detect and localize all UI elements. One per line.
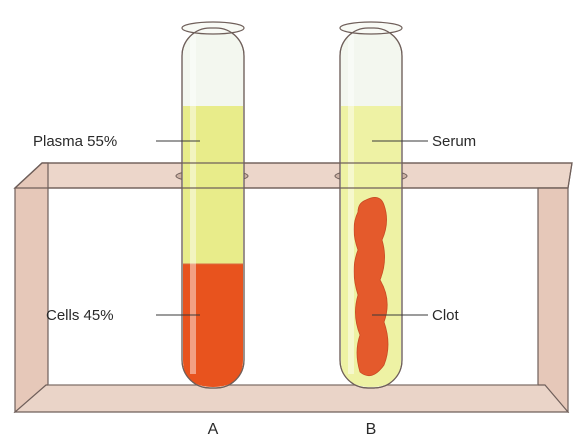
tube-b-caption: B bbox=[366, 421, 377, 438]
rack-top-rail bbox=[15, 163, 572, 188]
tube-a-caption: A bbox=[208, 421, 219, 438]
serum-label: Serum bbox=[432, 133, 476, 150]
plasma-label: Plasma 55% bbox=[33, 133, 117, 150]
rack-base bbox=[15, 385, 568, 412]
clot-mass bbox=[354, 197, 388, 375]
tube-b bbox=[340, 22, 402, 388]
rack-right-post bbox=[538, 188, 568, 412]
clot-label: Clot bbox=[432, 307, 460, 324]
tube-a bbox=[182, 22, 244, 388]
cells-label: Cells 45% bbox=[46, 307, 114, 324]
test-tube-rack bbox=[15, 163, 572, 412]
rack-left-post bbox=[15, 163, 48, 412]
